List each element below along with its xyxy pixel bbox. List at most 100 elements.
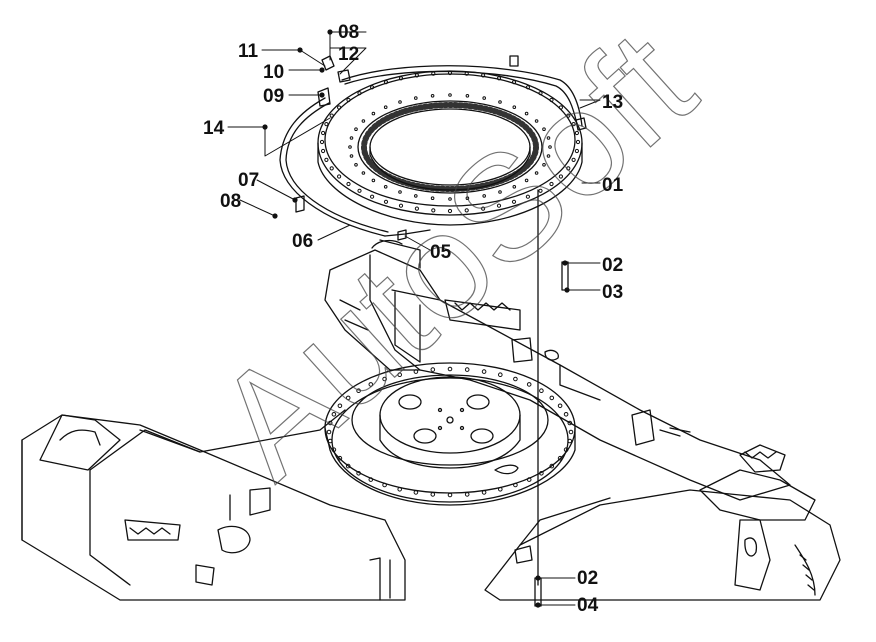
bolt-hole: [447, 70, 453, 76]
bolt-hole: [447, 366, 453, 372]
bolt-hole: [324, 157, 329, 162]
bolt-hole: [574, 148, 580, 154]
bolt-hole: [430, 196, 435, 200]
bolt-hole: [397, 487, 403, 492]
bolt-hole: [481, 73, 486, 78]
bolt-hole: [464, 367, 470, 372]
bolt-hole: [348, 145, 352, 149]
bolt-hole: [526, 477, 532, 482]
bolt-hole: [566, 166, 571, 171]
callout-05: 05: [430, 242, 452, 263]
bolt-hole: [383, 199, 389, 204]
bolt-hole: [511, 80, 517, 85]
bolt-hole: [398, 190, 402, 194]
callout-07: 07: [238, 170, 259, 191]
grease-lines: [279, 55, 587, 607]
bolt-hole: [361, 171, 366, 175]
bolt-hole: [498, 100, 502, 104]
bolt-hole: [354, 163, 358, 167]
bolt-hole: [346, 181, 351, 187]
bolt-hole: [326, 429, 332, 435]
bolt-hole: [534, 119, 539, 123]
bolt-hole: [398, 203, 404, 208]
callout-11: 11: [238, 41, 259, 62]
bolt-hole: [370, 85, 375, 90]
bolt-hole: [345, 395, 351, 401]
bolt-hole: [558, 174, 564, 179]
bolt-hole: [549, 463, 555, 469]
callout-10: 10: [263, 62, 284, 83]
bolt-hole: [357, 188, 362, 193]
bolt-hole: [321, 148, 326, 154]
callout-08-top: 08: [338, 22, 359, 43]
bolt-hole: [575, 139, 581, 145]
callout-13: 13: [602, 92, 623, 113]
callout-03: 03: [602, 282, 623, 303]
bolt-hole: [534, 171, 539, 175]
bolt-hole: [571, 157, 576, 162]
bolt-hole: [524, 111, 529, 116]
bolt-hole: [354, 127, 358, 131]
bolt-hole: [383, 105, 388, 109]
callout-labels: 08 11 12 10 09 13 14 01 07 08 06 05 02 0…: [203, 22, 624, 616]
bolt-hole: [368, 382, 374, 387]
bolt-hole: [513, 376, 518, 382]
callout-leaders: [227, 31, 601, 606]
callout-14: 14: [203, 118, 225, 139]
bolt-hole: [337, 403, 343, 409]
bolt-hole: [331, 412, 337, 417]
bolt-hole: [382, 482, 387, 488]
bolt-hole: [542, 163, 546, 167]
bolt-hole: [464, 71, 469, 76]
bolt-hole: [549, 97, 554, 103]
bolt-hole: [346, 97, 351, 103]
bolt-hole: [465, 94, 470, 98]
bolt-hole: [482, 96, 487, 100]
bolt-hole: [548, 145, 552, 149]
bolt-hole: [414, 206, 419, 211]
bolt-hole: [496, 76, 502, 81]
ring-bolt-holes: [319, 70, 581, 214]
bolt-hole: [331, 447, 337, 453]
lower-mount-bolt-holes: [326, 366, 574, 498]
callout-02-upper: 02: [602, 255, 623, 276]
bolt-hole: [512, 105, 517, 109]
callout-02-lower: 02: [577, 568, 598, 589]
bolt-hole: [525, 85, 531, 90]
bolt-hole: [321, 130, 326, 136]
bolt-hole: [482, 194, 487, 198]
bolt-hole: [414, 194, 418, 198]
bolt-hole: [371, 111, 376, 116]
bolt-hole: [349, 154, 354, 158]
bolt-hole: [538, 188, 543, 193]
callout-08-left: 08: [220, 191, 241, 212]
bolt-hole: [414, 73, 419, 78]
bolt-hole: [567, 420, 573, 426]
bolt-hole: [356, 471, 361, 476]
bolt-hole: [430, 94, 435, 98]
bolt-hole: [563, 447, 569, 453]
bolt-hole: [382, 376, 387, 382]
bolt-hole: [357, 91, 362, 96]
bolt-hole: [430, 492, 436, 497]
bolt-hole: [327, 420, 333, 426]
bolt-hole: [524, 178, 529, 183]
bolt-hole: [370, 194, 375, 199]
callout-01: 01: [602, 175, 624, 196]
bolt-hole: [431, 71, 436, 76]
undercarriage-frame: [21, 239, 841, 601]
bolt-hole: [356, 388, 361, 394]
bolt-hole: [481, 490, 487, 495]
bolt-hole: [542, 127, 546, 131]
bolt-hole: [413, 369, 419, 374]
callout-12: 12: [338, 44, 359, 65]
bolt-hole: [361, 119, 366, 123]
bolt-hole: [558, 105, 564, 110]
bolt-hole: [539, 471, 544, 476]
bolt-hole: [398, 100, 402, 104]
bolt-hole: [448, 93, 452, 97]
callout-04: 04: [577, 595, 599, 616]
bolt-hole: [337, 455, 343, 461]
bolt-hole: [464, 208, 469, 213]
